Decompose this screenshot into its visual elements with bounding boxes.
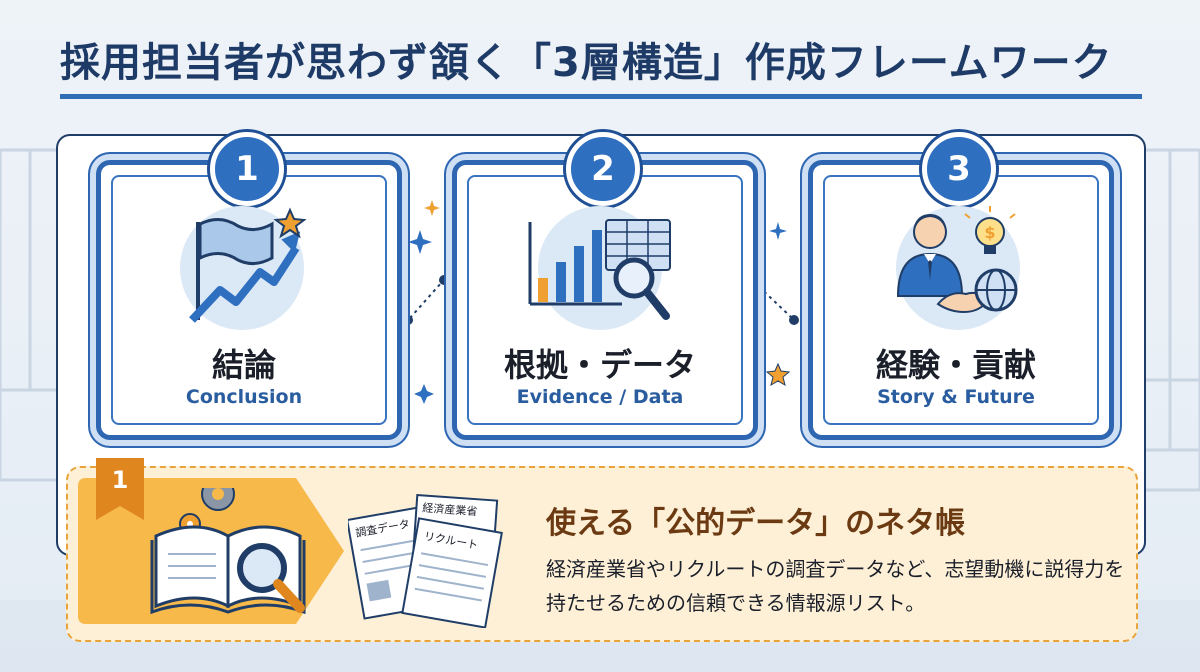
title-underline — [60, 94, 1142, 99]
sparkle-left — [414, 384, 434, 404]
step-number-badge-2: 2 — [566, 132, 640, 206]
connector-1-2 — [403, 200, 449, 325]
step-title-1: 結論 — [211, 346, 276, 384]
resource-ribbon — [96, 458, 144, 520]
step-subtitle-1: Conclusion — [185, 386, 303, 408]
flag-growth-arrow-icon — [189, 207, 307, 323]
resource-description: 経済産業省やリクルートの調査データなど、志望動機に説得力を持たせるための信頼でき… — [546, 557, 1125, 615]
svg-text:$: $ — [984, 223, 995, 242]
open-book-magnifier-icon — [150, 488, 306, 615]
report-documents-icon: 調査データ 経済産業省 リクルート — [348, 494, 503, 628]
resource-badge-number: 1 — [111, 466, 129, 494]
resource-title: 使える「公的データ」のネタ帳 — [546, 506, 966, 541]
step-number-badge-1: 1 — [210, 132, 284, 206]
step-subtitle-2: Evidence / Data — [516, 386, 684, 408]
bar-chart-magnifier-icon — [528, 219, 671, 320]
step-subtitle-3: Story & Future — [877, 386, 1035, 408]
businessman-handshake-icon: $ — [896, 206, 1018, 314]
step-number-badge-3: 3 — [922, 132, 996, 206]
step-title-2: 根拠・データ — [503, 346, 696, 384]
page-title: 採用担当者が思わず頷く「3層構造」作成フレームワーク — [60, 40, 1113, 86]
doc-label-meti: 経済産業省 — [422, 500, 478, 518]
step-title-3: 経験・貢献 — [875, 346, 1036, 384]
